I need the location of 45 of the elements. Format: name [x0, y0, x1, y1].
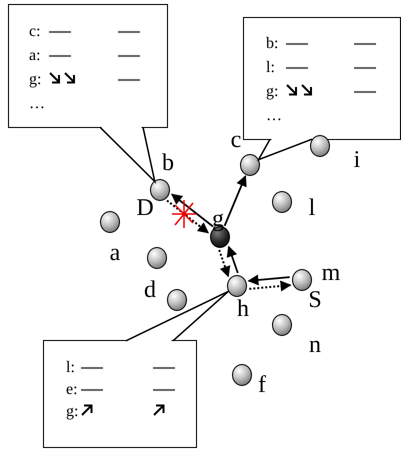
row-label: g:: [29, 72, 42, 88]
sphere: [272, 191, 292, 213]
point-label: S: [308, 288, 322, 312]
arrow: [226, 246, 239, 274]
node-label: n: [309, 333, 321, 357]
dotted-arrow: [249, 280, 292, 292]
sphere: [227, 275, 247, 297]
row-label: …: [266, 108, 282, 124]
row-label: c:: [29, 24, 41, 40]
row-label: …: [29, 96, 45, 112]
arrow: [224, 175, 247, 226]
sphere: [240, 154, 260, 176]
sphere: [167, 289, 187, 311]
row-label: e:: [66, 382, 78, 398]
callout-box: [243, 17, 401, 140]
arrow: [171, 194, 214, 228]
row-label: l:: [266, 60, 275, 76]
sphere: [100, 211, 120, 233]
sphere: [232, 364, 252, 386]
node-label: c: [230, 128, 242, 152]
dotted-arrow: [218, 250, 230, 278]
node-label: h: [237, 297, 249, 321]
callout-box: [8, 4, 168, 128]
sphere: [272, 314, 292, 336]
callout-box: [43, 340, 197, 448]
dotted-arrow: [166, 200, 209, 234]
row-label: b:: [266, 36, 278, 52]
point-label: a: [110, 241, 120, 265]
arrow: [248, 274, 290, 286]
sphere: [150, 179, 170, 201]
row-label: g:: [66, 404, 78, 420]
row-label: a:: [29, 48, 41, 64]
node-label: f: [258, 373, 266, 397]
sphere: [310, 135, 330, 157]
sphere: [292, 269, 312, 291]
node-label: g: [212, 207, 224, 231]
node-label: l: [308, 196, 316, 220]
node-label: d: [144, 278, 156, 302]
node-label: m: [322, 261, 340, 285]
node-label: i: [354, 148, 360, 172]
node-label: b: [162, 151, 174, 175]
sphere: [147, 247, 167, 269]
point-label: D: [136, 196, 154, 220]
row-label: l:: [66, 360, 75, 376]
row-label: g:: [266, 84, 278, 100]
